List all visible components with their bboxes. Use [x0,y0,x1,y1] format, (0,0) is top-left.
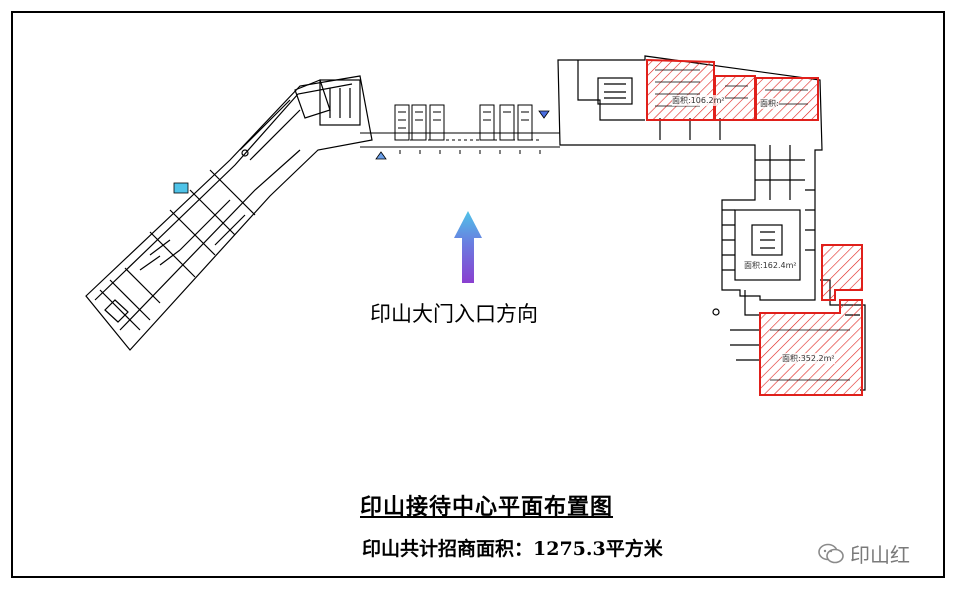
area-tag-zone-c: 面积:162.4m² [744,260,797,271]
watermark: 印山红 [818,539,910,568]
lease-zone-a [646,58,715,121]
corridor [360,104,560,154]
left-wing [85,75,373,351]
marker-triangle-right [538,110,550,119]
area-tag-zone-d: 面积:352.2m² [782,353,835,364]
area-tag-zone-b: 面积: [760,98,779,109]
plan-title: 印山接待中心平面布置图 [360,494,614,520]
lease-zone-e [821,244,863,301]
entrance-arrow [454,211,482,283]
area-tag-zone-a: 面积:106.2m² [672,95,725,106]
watermark-text: 印山红 [850,543,910,567]
total-area-label: 印山共计招商面积：1275.3平方米 [362,538,663,560]
lease-zone-d [759,299,863,396]
chat-bubble-icon [818,543,844,563]
marker-triangle-left [375,151,387,160]
entrance-direction-label: 印山大门入口方向 [370,302,538,326]
